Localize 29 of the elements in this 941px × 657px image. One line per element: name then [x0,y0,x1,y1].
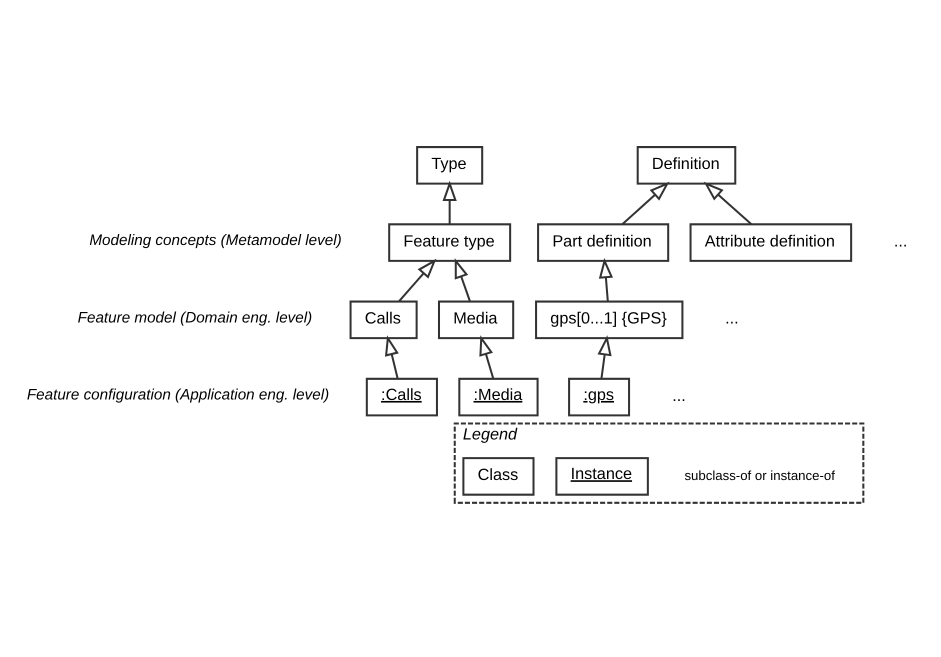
node-box: Type [416,146,484,184]
legend-label: subclass-of or instance-of [684,467,835,482]
arrow [704,181,752,224]
arrow [384,334,399,378]
node-box: Media [438,300,514,339]
node-box: Class [462,456,535,496]
node-box: Definition [636,146,736,184]
arrow [479,334,494,378]
label: ... [894,232,908,250]
arrow [398,258,436,302]
node-box: :gps [568,377,630,416]
arrow [598,257,614,301]
node-box: Calls [350,300,418,339]
node-box: Feature type [388,222,512,262]
node-box: Part definition [537,222,670,262]
label: ... [725,309,739,328]
label: ... [672,386,686,404]
arrow [442,180,457,224]
node-box: Attribute definition [690,222,852,262]
arrow [622,181,670,224]
node-box: :Calls [366,377,438,416]
arrow [598,334,612,378]
label: Feature model (Domain eng. level) [78,308,312,326]
arrow [454,258,471,302]
node-box: gps[0...1] {GPS} [535,300,684,339]
label: Modeling concepts (Metamodel level) [89,232,342,249]
label: Feature configuration (Application eng. level) [26,386,330,404]
node-box: :Media [458,377,539,416]
node-box: Instance [555,456,649,496]
